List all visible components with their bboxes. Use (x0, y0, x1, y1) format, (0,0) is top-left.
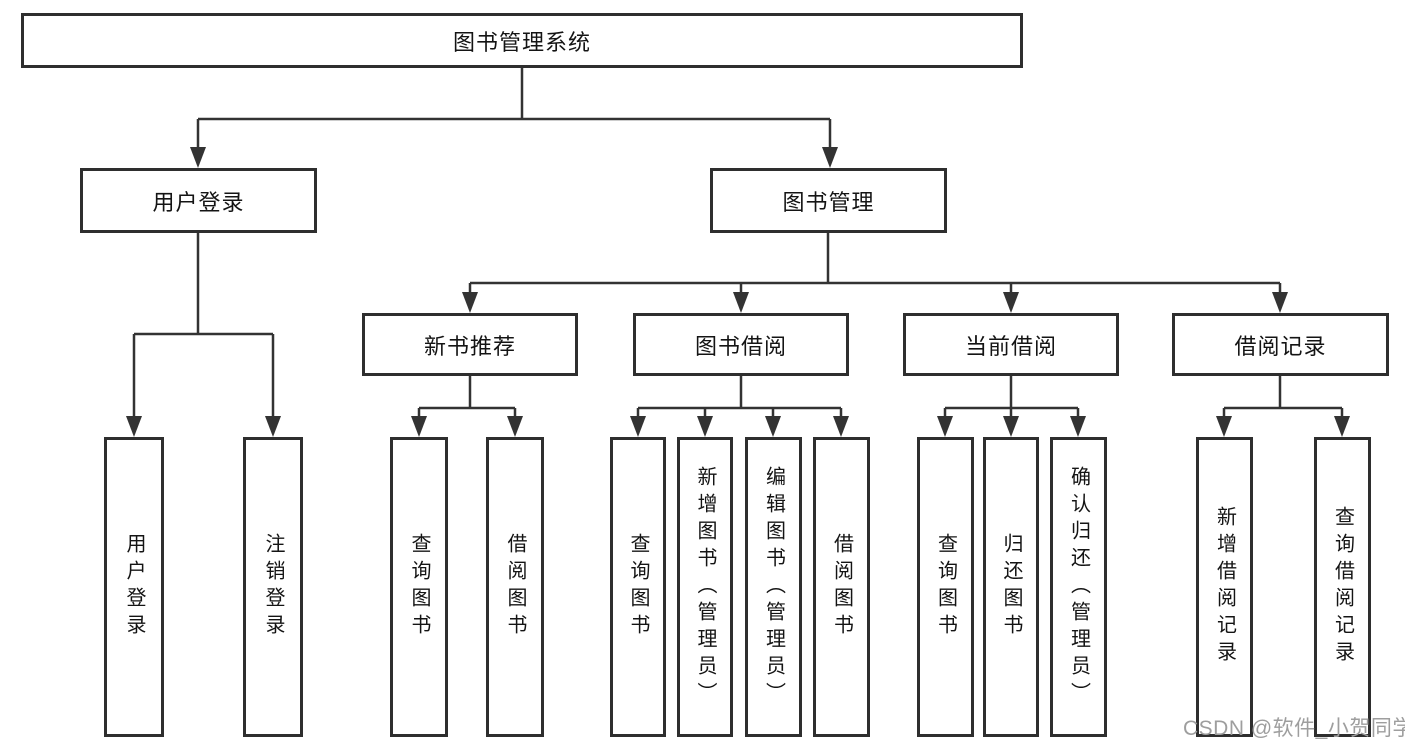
leaf-return-book: 归还图书 (983, 437, 1039, 737)
leaf-query-book-borrow: 查询图书 (610, 437, 666, 737)
leaf-query-borrow-record: 查询借阅记录 (1314, 437, 1371, 737)
node-label: 图书管理 (782, 189, 875, 215)
node-book-management: 图书管理 (710, 168, 947, 233)
leaf-label: 查询图书 (408, 533, 430, 641)
node-current-borrow: 当前借阅 (903, 313, 1119, 376)
node-label: 当前借阅 (964, 333, 1057, 359)
leaf-label: 新增图书（管理员） (694, 465, 716, 709)
leaf-logout: 注销登录 (243, 437, 303, 737)
node-borrow-record: 借阅记录 (1172, 313, 1389, 376)
node-label: 借阅记录 (1234, 333, 1327, 359)
leaf-label: 查询借阅记录 (1331, 506, 1354, 668)
leaf-label: 新增借阅记录 (1213, 506, 1236, 668)
leaf-query-book-recommend: 查询图书 (390, 437, 448, 737)
leaf-user-login: 用户登录 (104, 437, 164, 737)
leaf-label: 查询图书 (934, 533, 957, 641)
leaf-borrow-book: 借阅图书 (813, 437, 870, 737)
node-book-borrow: 图书借阅 (633, 313, 849, 376)
leaf-label: 借阅图书 (830, 533, 853, 641)
leaf-edit-book-admin: 编辑图书（管理员） (745, 437, 802, 737)
leaf-add-borrow-record: 新增借阅记录 (1196, 437, 1253, 737)
node-user-login: 用户登录 (80, 168, 317, 233)
leaf-borrow-book-recommend: 借阅图书 (486, 437, 544, 737)
node-label: 图书借阅 (694, 333, 787, 359)
leaf-label: 借阅图书 (504, 533, 526, 641)
leaf-label: 归还图书 (1000, 533, 1022, 641)
leaf-label: 用户登录 (123, 533, 145, 641)
leaf-label: 确认归还（管理员） (1067, 465, 1090, 709)
leaf-label: 查询图书 (627, 533, 649, 641)
leaf-confirm-return-admin: 确认归还（管理员） (1050, 437, 1107, 737)
csdn-watermark: CSDN @软件_小贺同学 (1183, 717, 1405, 740)
node-label: 图书管理系统 (452, 29, 591, 55)
node-label: 新书推荐 (423, 333, 516, 359)
leaf-query-book-current: 查询图书 (917, 437, 974, 737)
leaf-label: 注销登录 (262, 533, 284, 641)
node-library-system: 图书管理系统 (21, 13, 1023, 68)
leaf-label: 编辑图书（管理员） (762, 465, 785, 709)
node-label: 用户登录 (152, 189, 245, 215)
node-new-book-recommend: 新书推荐 (362, 313, 578, 376)
leaf-add-book-admin: 新增图书（管理员） (677, 437, 733, 737)
